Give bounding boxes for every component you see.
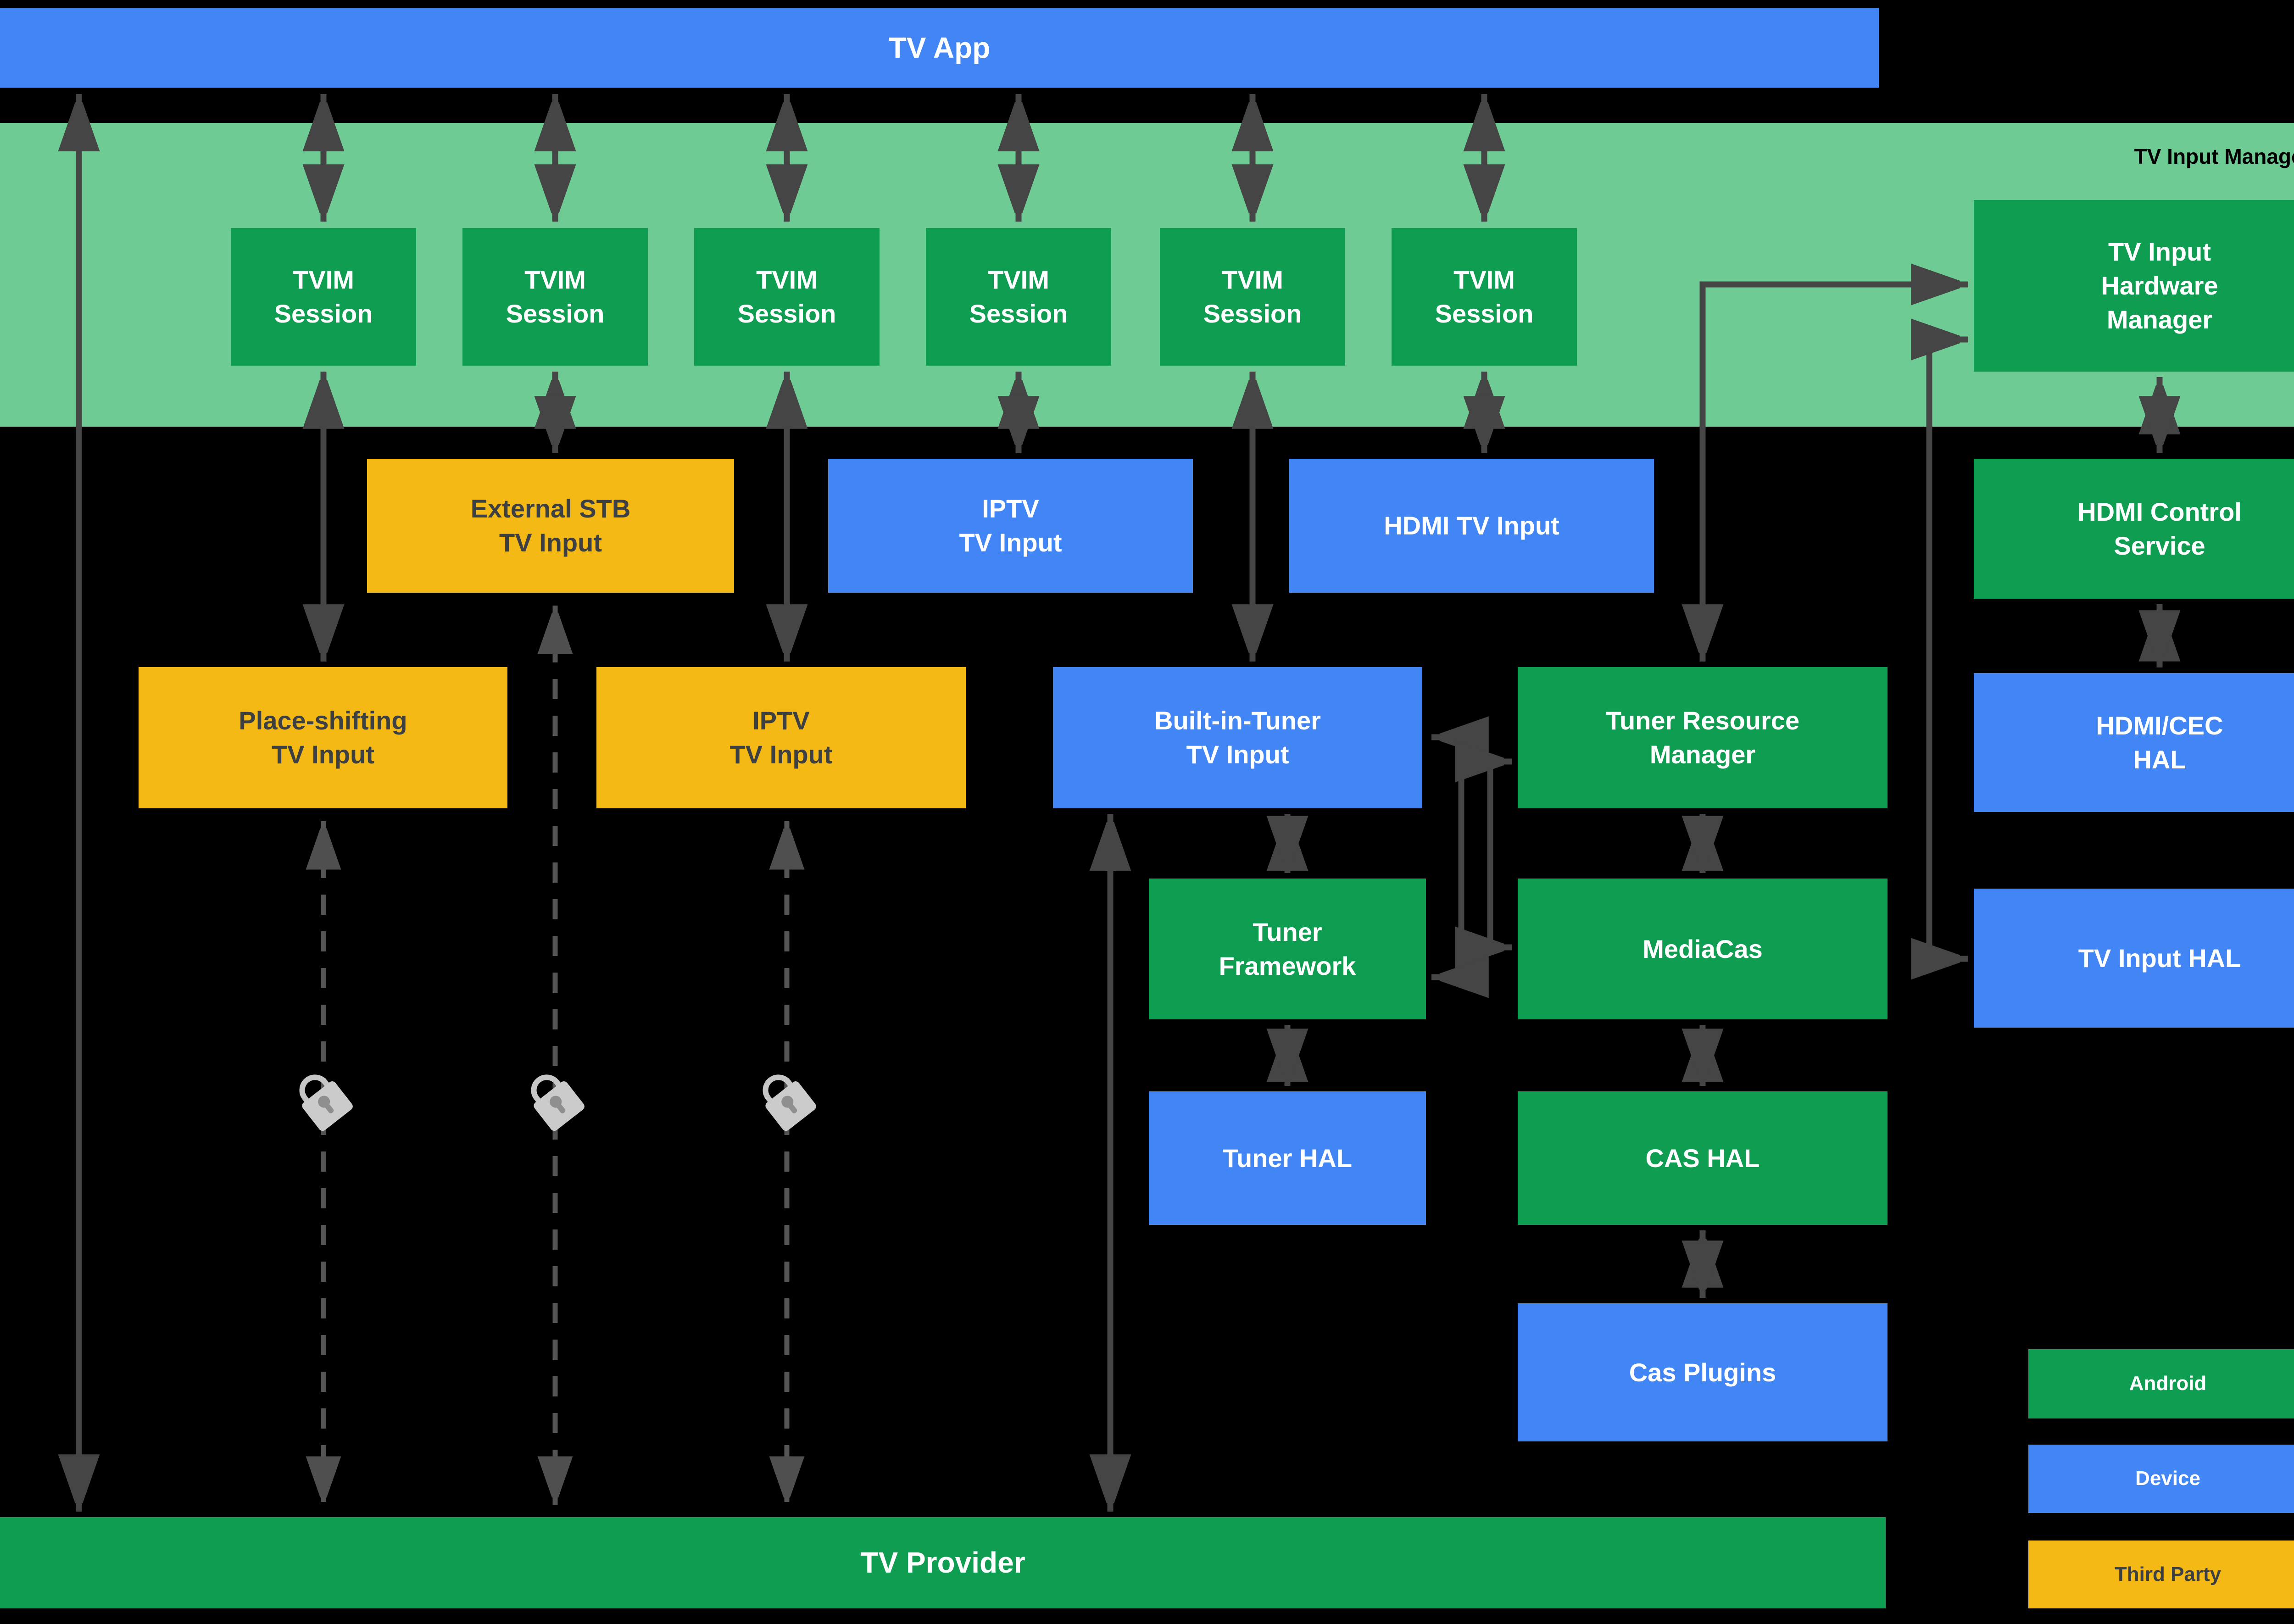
node-cas-hal: CAS HAL (1518, 1091, 1888, 1225)
legend-device: Device (2028, 1445, 2294, 1513)
node-tvim-session-6: TVIM Session (1392, 228, 1577, 366)
node-iptv-tv-input-device: IPTV TV Input (828, 459, 1193, 593)
node-tv-input-hardware-manager: TV Input Hardware Manager (1974, 200, 2294, 372)
node-tuner-hal: Tuner HAL (1149, 1091, 1426, 1225)
node-tvim-session-3: TVIM Session (694, 228, 880, 366)
node-tvim-session-4: TVIM Session (926, 228, 1111, 366)
node-hdmi-cec-hal: HDMI/CEC HAL (1974, 673, 2294, 812)
arrow-builtintuner-tunerframework-link (1431, 737, 1461, 977)
node-tvim-session-5: TVIM Session (1160, 228, 1345, 366)
legend-third-party: Third Party (2028, 1541, 2294, 1608)
node-tuner-framework: Tuner Framework (1149, 879, 1426, 1019)
node-external-stb-tv-input: External STB TV Input (367, 459, 734, 593)
node-tv-input-hal: TV Input HAL (1974, 889, 2294, 1028)
node-tv-app: TV App (0, 8, 1879, 88)
node-built-in-tuner-tv-input: Built-in-Tuner TV Input (1053, 667, 1422, 808)
arrow-tunerrm-mediacas-link (1490, 762, 1512, 947)
node-iptv-tv-input-third-party: IPTV TV Input (596, 667, 966, 808)
node-cas-plugins: Cas Plugins (1518, 1303, 1888, 1441)
band-title: TV Input Manager Service (2134, 145, 2294, 168)
node-tuner-resource-manager: Tuner Resource Manager (1518, 667, 1888, 808)
lock-icon (531, 1074, 585, 1131)
lock-icon (299, 1074, 353, 1131)
node-tvim-session-2: TVIM Session (462, 228, 648, 366)
legend-android: Android (2028, 1349, 2294, 1418)
node-hdmi-tv-input: HDMI TV Input (1289, 459, 1654, 593)
node-tvim-session-1: TVIM Session (231, 228, 416, 366)
lock-icon (763, 1074, 816, 1131)
arrow-tunerrm-tvihm (1703, 284, 1968, 662)
node-hdmi-control-service: HDMI Control Service (1974, 459, 2294, 599)
lock-icons (299, 1074, 816, 1131)
arrow-tvihm-tvinputhal (1929, 339, 1968, 959)
node-mediacas: MediaCas (1518, 879, 1888, 1019)
node-place-shifting-tv-input: Place-shifting TV Input (139, 667, 507, 808)
node-tv-provider: TV Provider (0, 1517, 1886, 1608)
